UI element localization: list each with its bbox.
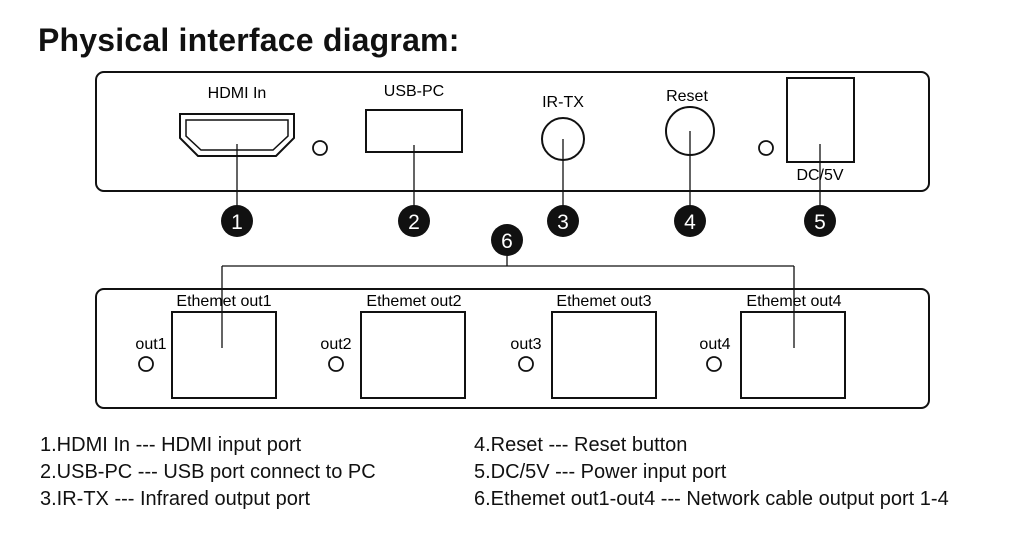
hdmi-port-outer	[179, 113, 295, 157]
usb-pc-label: USB-PC	[384, 83, 444, 100]
out3-led-label: out3	[510, 336, 541, 353]
power-indicator-led	[758, 140, 774, 156]
ethernet-port-3	[551, 311, 657, 399]
out1-led	[138, 356, 154, 372]
ethernet-port-4	[740, 311, 846, 399]
callout-4-number: 4	[684, 211, 696, 234]
legend-left: 1.HDMI In --- HDMI input port 2.USB-PC -…	[40, 432, 376, 513]
legend-right: 4.Reset --- Reset button 5.DC/5V --- Pow…	[474, 432, 949, 513]
ethernet-bracket	[221, 256, 795, 348]
hdmi-in-label: HDMI In	[208, 85, 267, 102]
legend-item-3: 3.IR-TX --- Infrared output port	[40, 488, 311, 510]
out2-led	[328, 356, 344, 372]
callout-2-number: 2	[408, 211, 420, 234]
callout-6-number: 6	[501, 230, 513, 253]
ir-tx-label: IR-TX	[542, 94, 584, 111]
ethernet-port-1	[171, 311, 277, 399]
ethernet-out3-label: Ethemet out3	[556, 293, 651, 310]
ethernet-out2-label: Ethemet out2	[366, 293, 461, 310]
out1-led-label: out1	[135, 336, 166, 353]
legend-item-1: 1.HDMI In --- HDMI input port	[40, 434, 302, 456]
callout-5-number: 5	[814, 211, 826, 234]
ethernet-port-2	[360, 311, 466, 399]
hdmi-port-inner	[185, 119, 289, 151]
out4-led-label: out4	[699, 336, 730, 353]
legend-item-5: 5.DC/5V --- Power input port	[474, 461, 727, 483]
page-title: Physical interface diagram:	[38, 22, 460, 58]
callout-1-number: 1	[231, 211, 243, 234]
out3-led	[518, 356, 534, 372]
top-leader-lines	[236, 131, 821, 206]
top-panel	[95, 71, 930, 192]
ethernet-out4-label: Ethemet out4	[746, 293, 841, 310]
callout-5: 5	[804, 205, 836, 237]
legend-item-4: 4.Reset --- Reset button	[474, 434, 688, 456]
bottom-panel	[95, 288, 930, 409]
legend-item-6: 6.Ethemet out1-out4 --- Network cable ou…	[474, 488, 949, 510]
callout-6: 6	[491, 224, 523, 256]
callout-2: 2	[398, 205, 430, 237]
callout-1: 1	[221, 205, 253, 237]
legend-item-2: 2.USB-PC --- USB port connect to PC	[40, 461, 376, 483]
out2-led-label: out2	[320, 336, 351, 353]
ethernet-out1-label: Ethemet out1	[176, 293, 271, 310]
callout-3-number: 3	[557, 211, 569, 234]
callout-3: 3	[547, 205, 579, 237]
hdmi-indicator-led	[312, 140, 328, 156]
callout-4: 4	[674, 205, 706, 237]
out4-led	[706, 356, 722, 372]
reset-label: Reset	[666, 88, 708, 105]
